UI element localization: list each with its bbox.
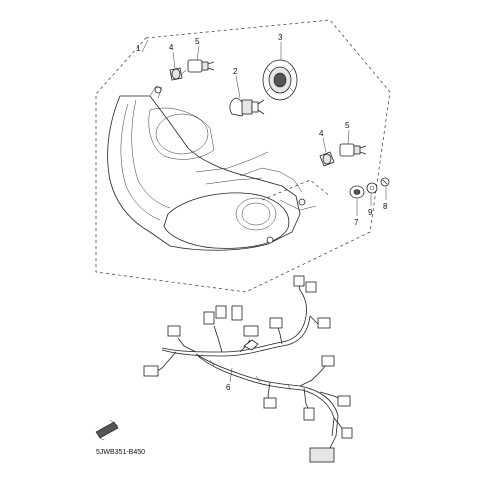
callout-6: 6 xyxy=(226,383,231,392)
grommet-part-7 xyxy=(349,185,365,199)
callout-5-lower: 5 xyxy=(345,121,350,130)
leader-line-2 xyxy=(235,75,241,99)
callout-4-upper: 4 xyxy=(169,43,174,52)
callout-5-upper: 5 xyxy=(195,37,200,46)
callout-4-lower: 4 xyxy=(319,129,324,138)
callout-8: 8 xyxy=(383,202,388,211)
small-bulb-part-upper xyxy=(169,67,183,81)
leader-line-5-lower xyxy=(347,129,350,145)
bulb-part xyxy=(229,97,265,117)
leader-line-6 xyxy=(229,367,233,383)
headlight-assembly xyxy=(107,85,331,251)
assembly-boundary-dashed xyxy=(95,19,391,293)
callout-7: 7 xyxy=(354,218,359,227)
socket-part-lower xyxy=(339,143,367,157)
washer-part-9 xyxy=(366,182,378,194)
bulb-cover-part xyxy=(262,59,298,101)
leader-line-1 xyxy=(141,39,149,53)
socket-part-upper xyxy=(181,59,215,75)
small-bulb-part-lower xyxy=(319,151,335,167)
diagram-code: 5JWB351-B450 xyxy=(96,449,145,456)
screw-part-8 xyxy=(380,177,390,187)
callout-3: 3 xyxy=(278,33,283,42)
front-direction-arrow-icon xyxy=(95,419,119,441)
leader-line-5-upper xyxy=(196,45,200,61)
leader-line-4-upper xyxy=(172,51,176,69)
leader-line-4-lower xyxy=(322,137,327,153)
wire-harness-part xyxy=(143,275,353,463)
callout-2: 2 xyxy=(233,67,238,76)
callout-1: 1 xyxy=(136,44,141,53)
callout-9: 9 xyxy=(368,208,373,217)
